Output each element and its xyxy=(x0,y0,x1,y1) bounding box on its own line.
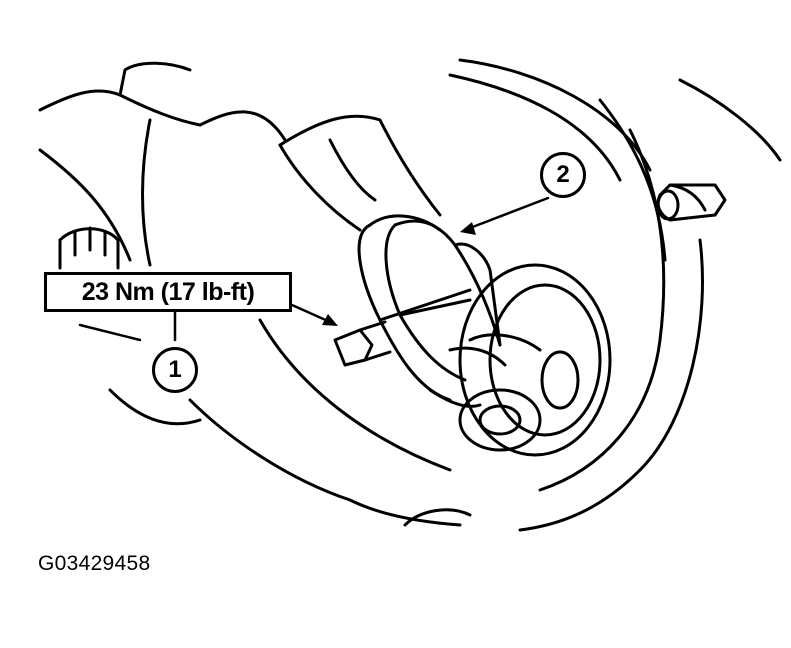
stud xyxy=(656,183,727,222)
figure-id: G03429458 xyxy=(38,552,151,575)
callout-2-number: 2 xyxy=(556,161,570,188)
bushing-assembly xyxy=(428,263,612,457)
torque-spec-text: 23 Nm (17 lb-ft) xyxy=(81,277,255,306)
housing-outline xyxy=(38,58,782,532)
torque-spec-label: 23 Nm (17 lb-ft) xyxy=(44,272,292,312)
leader-arrowheads xyxy=(322,222,476,326)
callout-2: 2 xyxy=(540,152,586,198)
control-arm xyxy=(278,114,442,232)
bolt xyxy=(333,320,392,367)
left-fitting xyxy=(58,226,120,270)
leader-lines xyxy=(78,196,550,342)
callout-1-number: 1 xyxy=(168,356,182,383)
callout-1: 1 xyxy=(152,347,198,393)
u-bracket xyxy=(357,214,502,402)
